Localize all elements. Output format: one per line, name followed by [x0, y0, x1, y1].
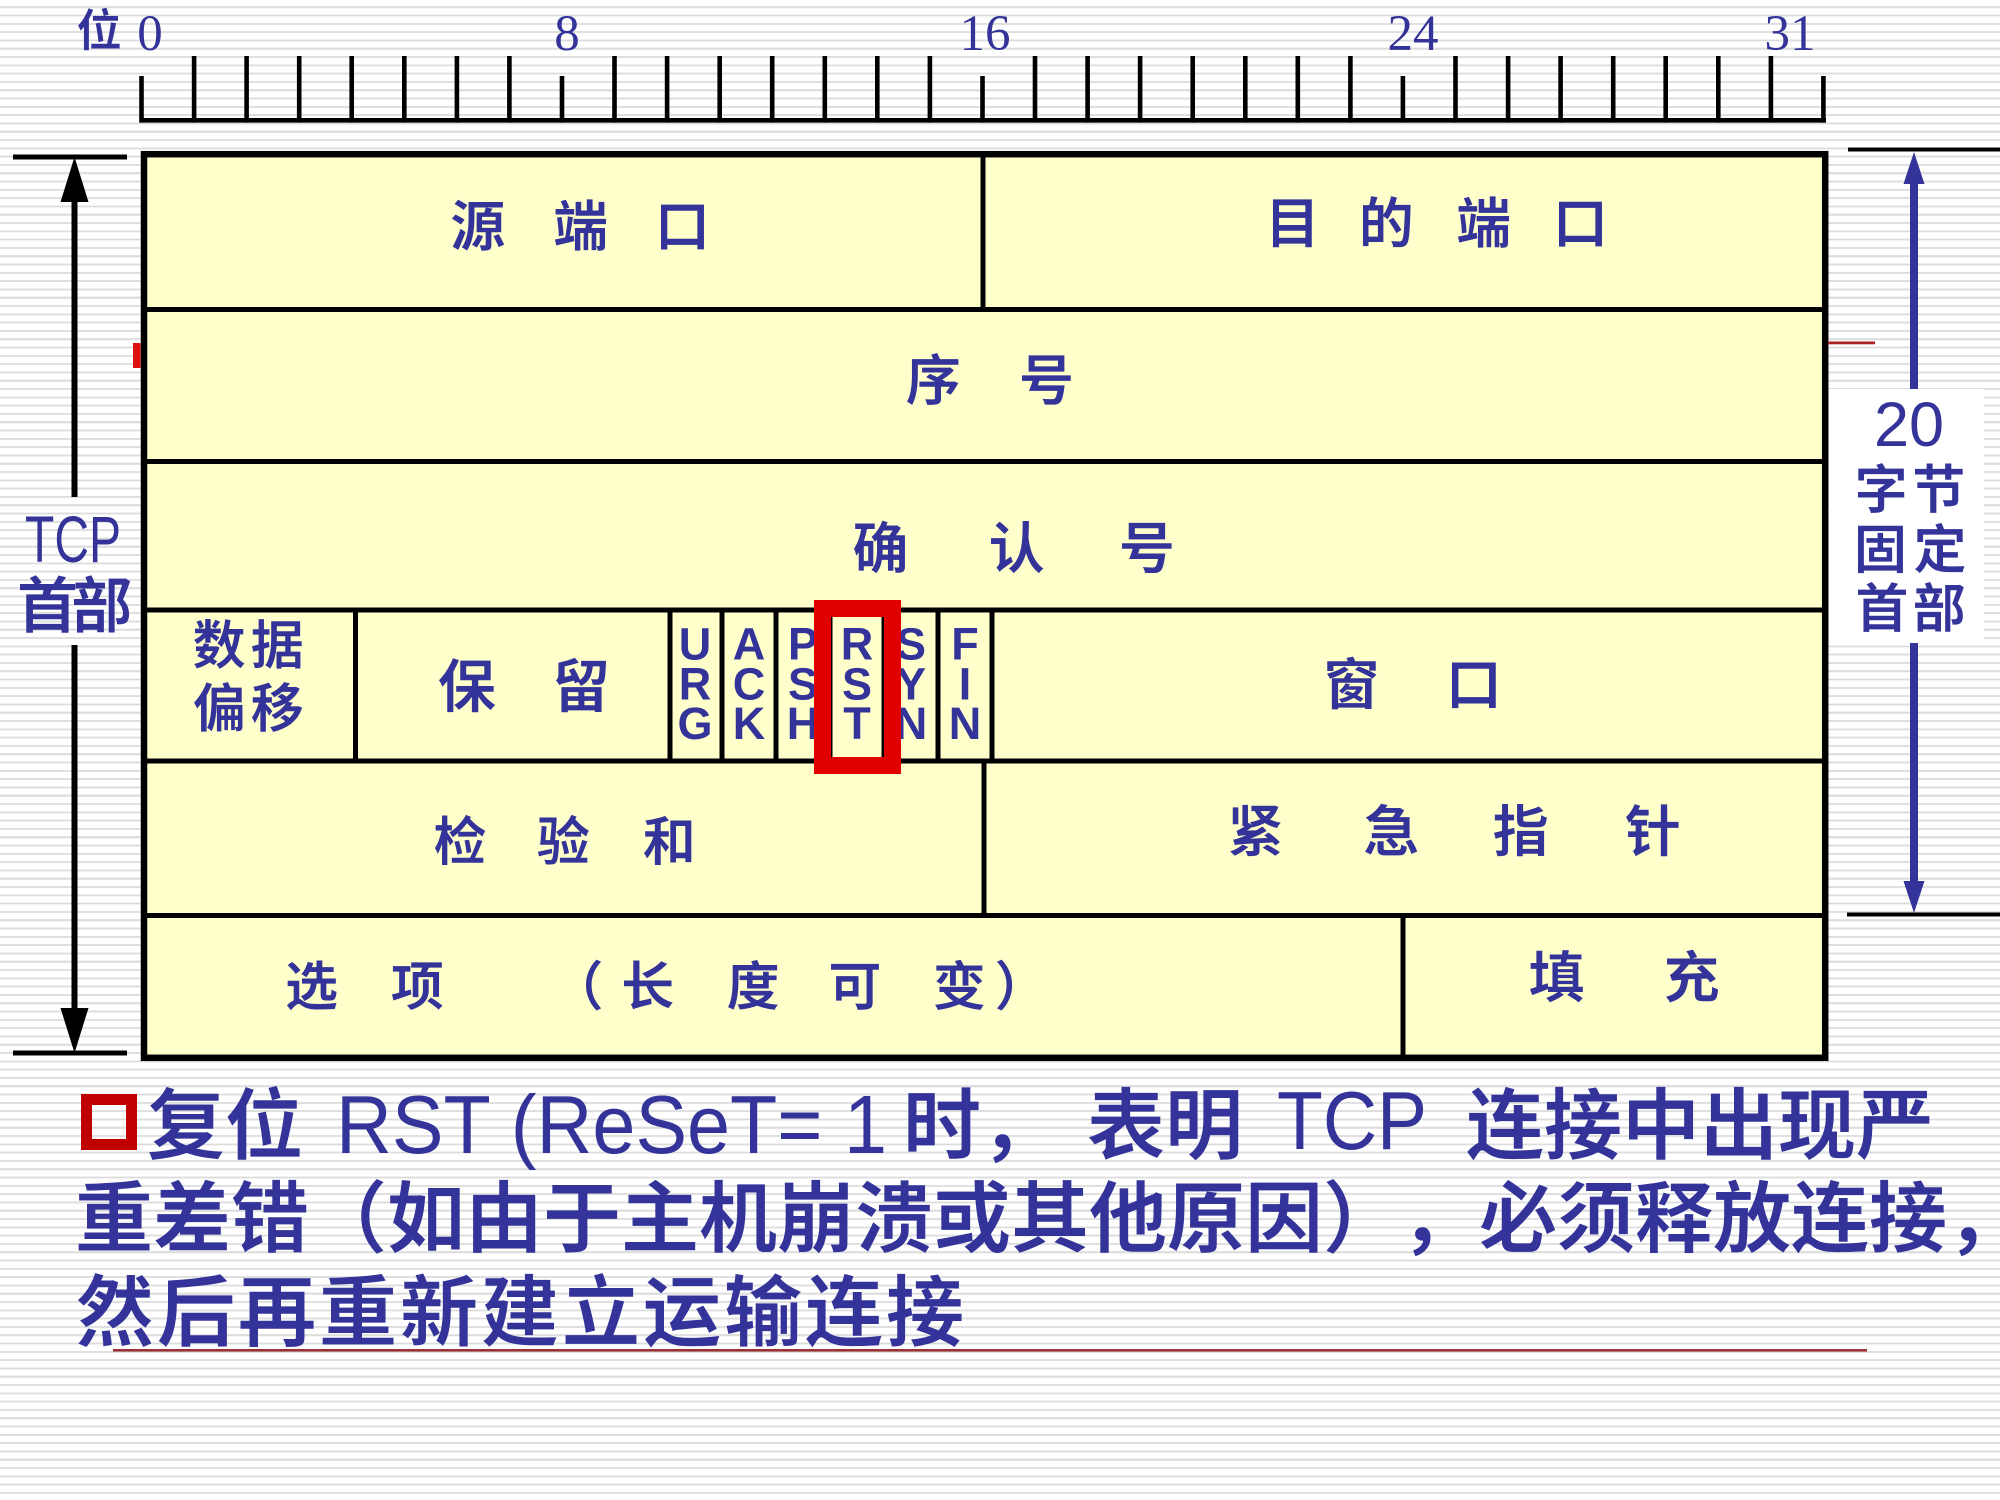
svg-text:RST (ReSeT= 1: RST (ReSeT= 1 — [336, 1078, 887, 1171]
svg-text:S: S — [788, 658, 818, 709]
svg-text:C: C — [733, 658, 766, 709]
svg-text:TCP: TCP — [25, 502, 121, 576]
svg-text:20: 20 — [1874, 390, 1944, 460]
svg-text:P: P — [788, 619, 818, 670]
svg-text:N: N — [949, 698, 982, 749]
svg-text:24: 24 — [1388, 6, 1439, 62]
svg-text:I: I — [959, 658, 972, 709]
svg-text:8: 8 — [554, 6, 580, 62]
svg-text:R: R — [679, 658, 712, 709]
svg-text:S: S — [842, 658, 872, 709]
svg-text:16: 16 — [960, 6, 1011, 62]
svg-text:U: U — [679, 619, 712, 670]
svg-text:A: A — [733, 619, 766, 670]
svg-text:31: 31 — [1765, 6, 1816, 62]
svg-text:0: 0 — [137, 6, 163, 62]
svg-text:H: H — [787, 698, 820, 749]
svg-text:R: R — [841, 619, 874, 670]
svg-text:T: T — [843, 698, 871, 749]
svg-text:G: G — [677, 698, 712, 749]
svg-text:F: F — [951, 619, 979, 670]
svg-text:TCP: TCP — [1277, 1074, 1427, 1167]
svg-text:K: K — [733, 698, 766, 749]
